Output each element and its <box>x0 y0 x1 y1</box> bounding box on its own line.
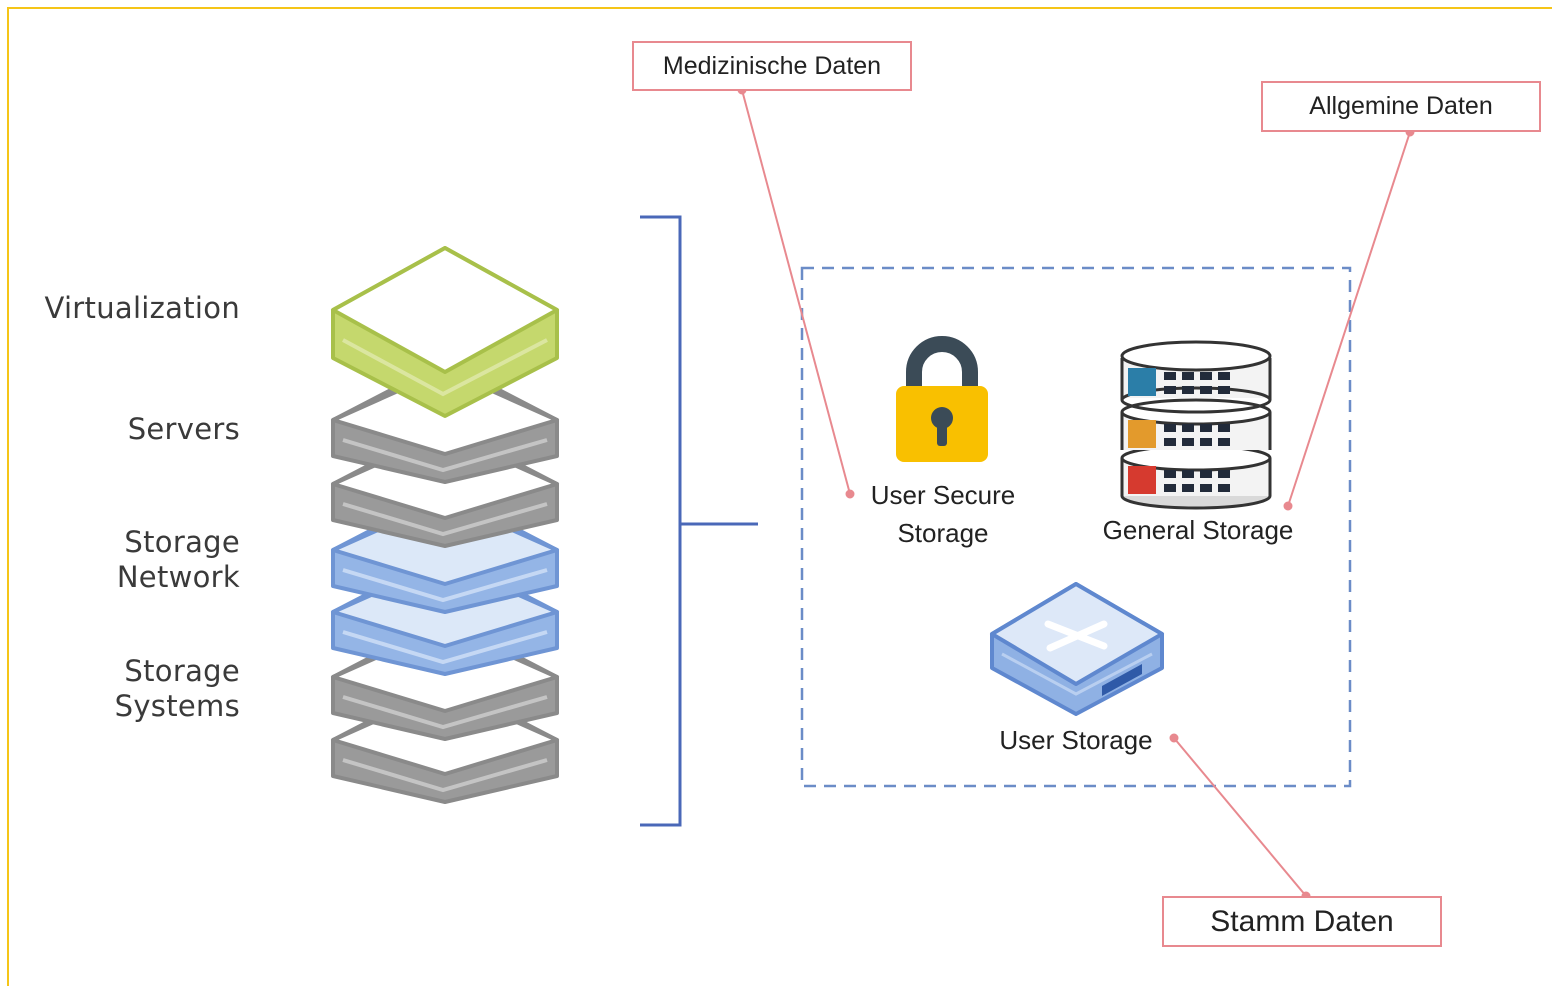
virtualization-tile <box>331 246 559 418</box>
database-icon <box>1120 340 1272 510</box>
label-virtualization: Virtualization <box>44 291 240 325</box>
label-storage-network: Storage Network <box>20 525 240 595</box>
label-general-storage: General Storage <box>1102 515 1294 545</box>
callout-stamm-daten: Stamm Daten <box>1162 896 1442 947</box>
label-user-secure-line2: Storage <box>897 518 989 548</box>
label-storage-systems-line1: Storage <box>124 654 240 688</box>
callout-allgemine-daten: Allgemine Daten <box>1261 81 1541 132</box>
storage-group-box <box>800 266 1352 788</box>
label-user-secure-storage: User Secure Storage <box>848 476 1038 552</box>
label-servers: Servers <box>127 412 240 446</box>
label-storage-network-line1: Storage <box>124 525 240 559</box>
label-user-storage: User Storage <box>999 725 1153 755</box>
label-storage-network-line2: Network <box>116 560 240 594</box>
infrastructure-stack <box>331 246 559 804</box>
label-user-secure-line1: User Secure <box>870 480 1016 510</box>
lock-icon <box>896 336 988 462</box>
user-storage-icon <box>990 582 1164 716</box>
label-storage-systems: Storage Systems <box>20 654 240 724</box>
bracket <box>640 215 758 827</box>
label-storage-systems-line2: Systems <box>114 689 240 723</box>
callout-medizinische-daten: Medizinische Daten <box>632 41 912 91</box>
callout-leaders <box>737 85 1415 901</box>
frame-border <box>7 7 1552 986</box>
